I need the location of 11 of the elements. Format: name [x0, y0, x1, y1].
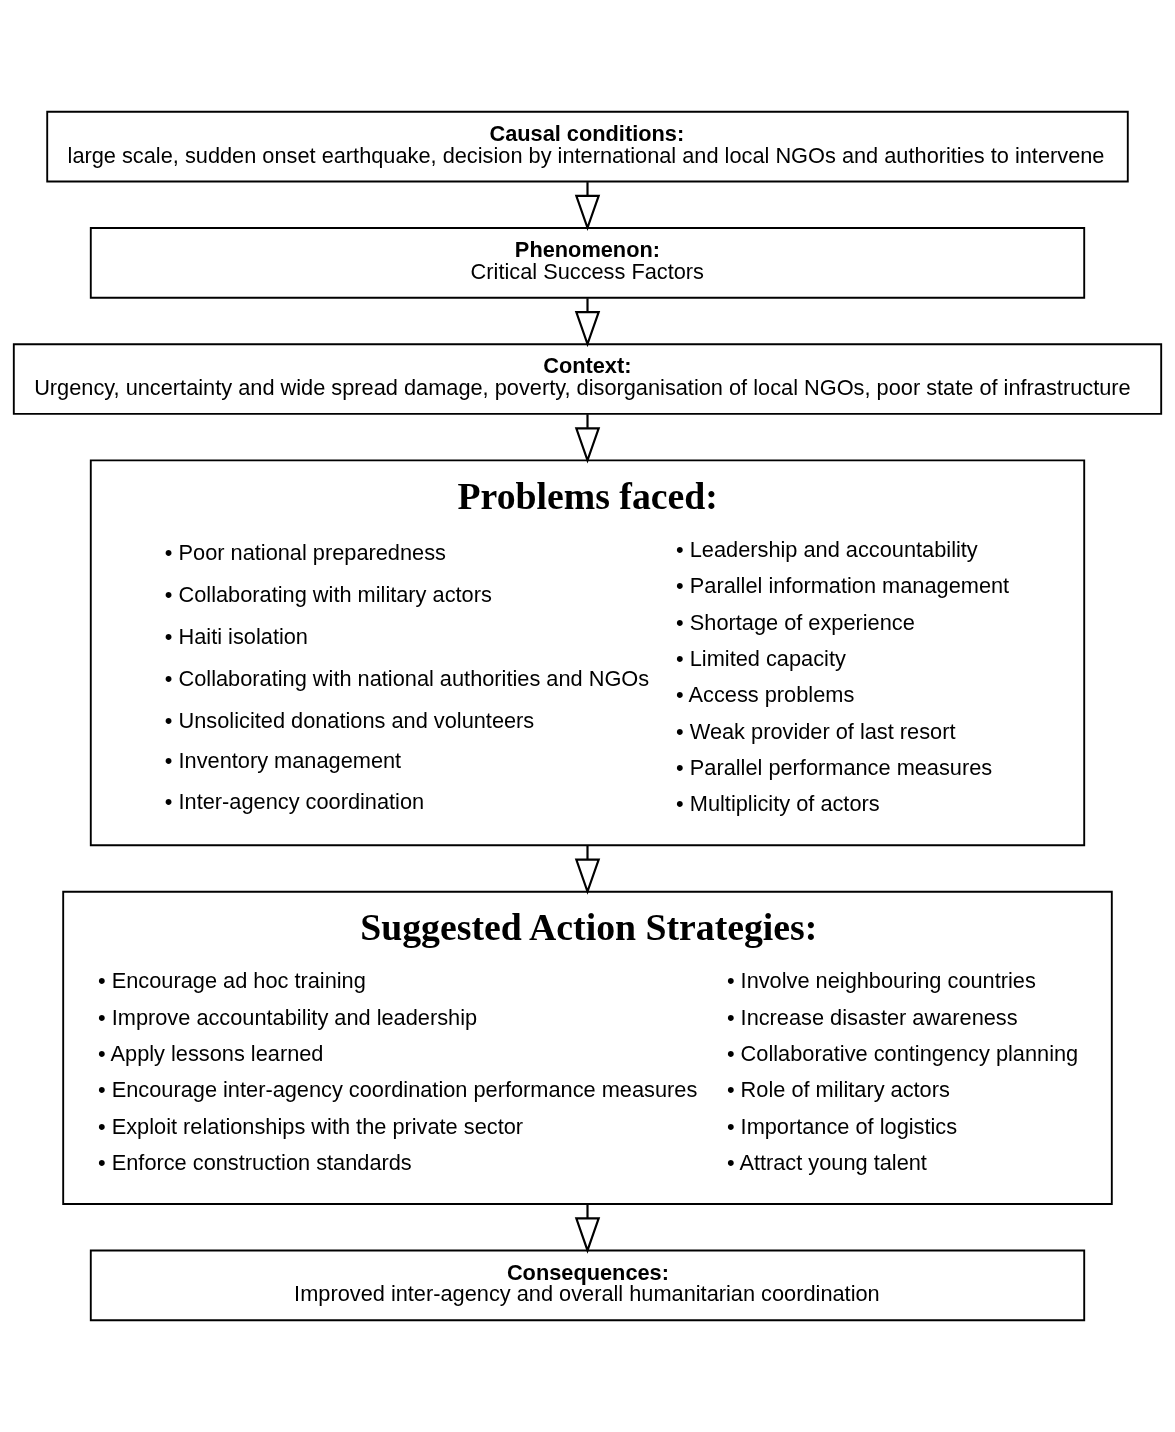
- node-box: Problems faced: • Poor national preparedness • Collaborating with military actors • Haiti isolation • Collaborating with national authorities and NGOs • Unsolicited donations and volunteers • Inventory management • Inter-agency coordination • Leadership and accountability • Parallel information management • Shortage of experience • Limited capacity • Access problems • Weak provider of last resort • Parallel performance measures • Multiplicity of actors: [89, 459, 1086, 847]
- node-box: Suggested Action Strategies: • Encourage ad hoc training • Improve accountability and leadership • Apply lessons learned • Encourage inter-agency coordination performance measures • Exploit relationships with the private sector • Enforce construction standards • Involve neighbouring countries • Increase disaster awareness • Collaborative contingency planning • Role of military actors • Importance of logistics • Attract young talent: [62, 890, 1113, 1205]
- node-box: Phenomenon: Critical Success Factors: [89, 227, 1086, 299]
- arrow: [574, 298, 601, 348]
- arrow: [574, 182, 601, 232]
- arrow: [574, 414, 601, 464]
- arrow: [574, 1204, 601, 1254]
- node-box: Consequences: Improved inter-agency and overall humanitarian coordination: [89, 1249, 1086, 1322]
- node-box: Context: Urgency, uncertainty and wide spread damage, poverty, disorganisation of local NGOs, poor state of infrastructure: [12, 343, 1163, 415]
- arrow: [574, 845, 601, 895]
- node-box: Causal conditions: large scale, sudden onset earthquake, decision by international and local NGOs and authorities to intervene: [46, 110, 1129, 183]
